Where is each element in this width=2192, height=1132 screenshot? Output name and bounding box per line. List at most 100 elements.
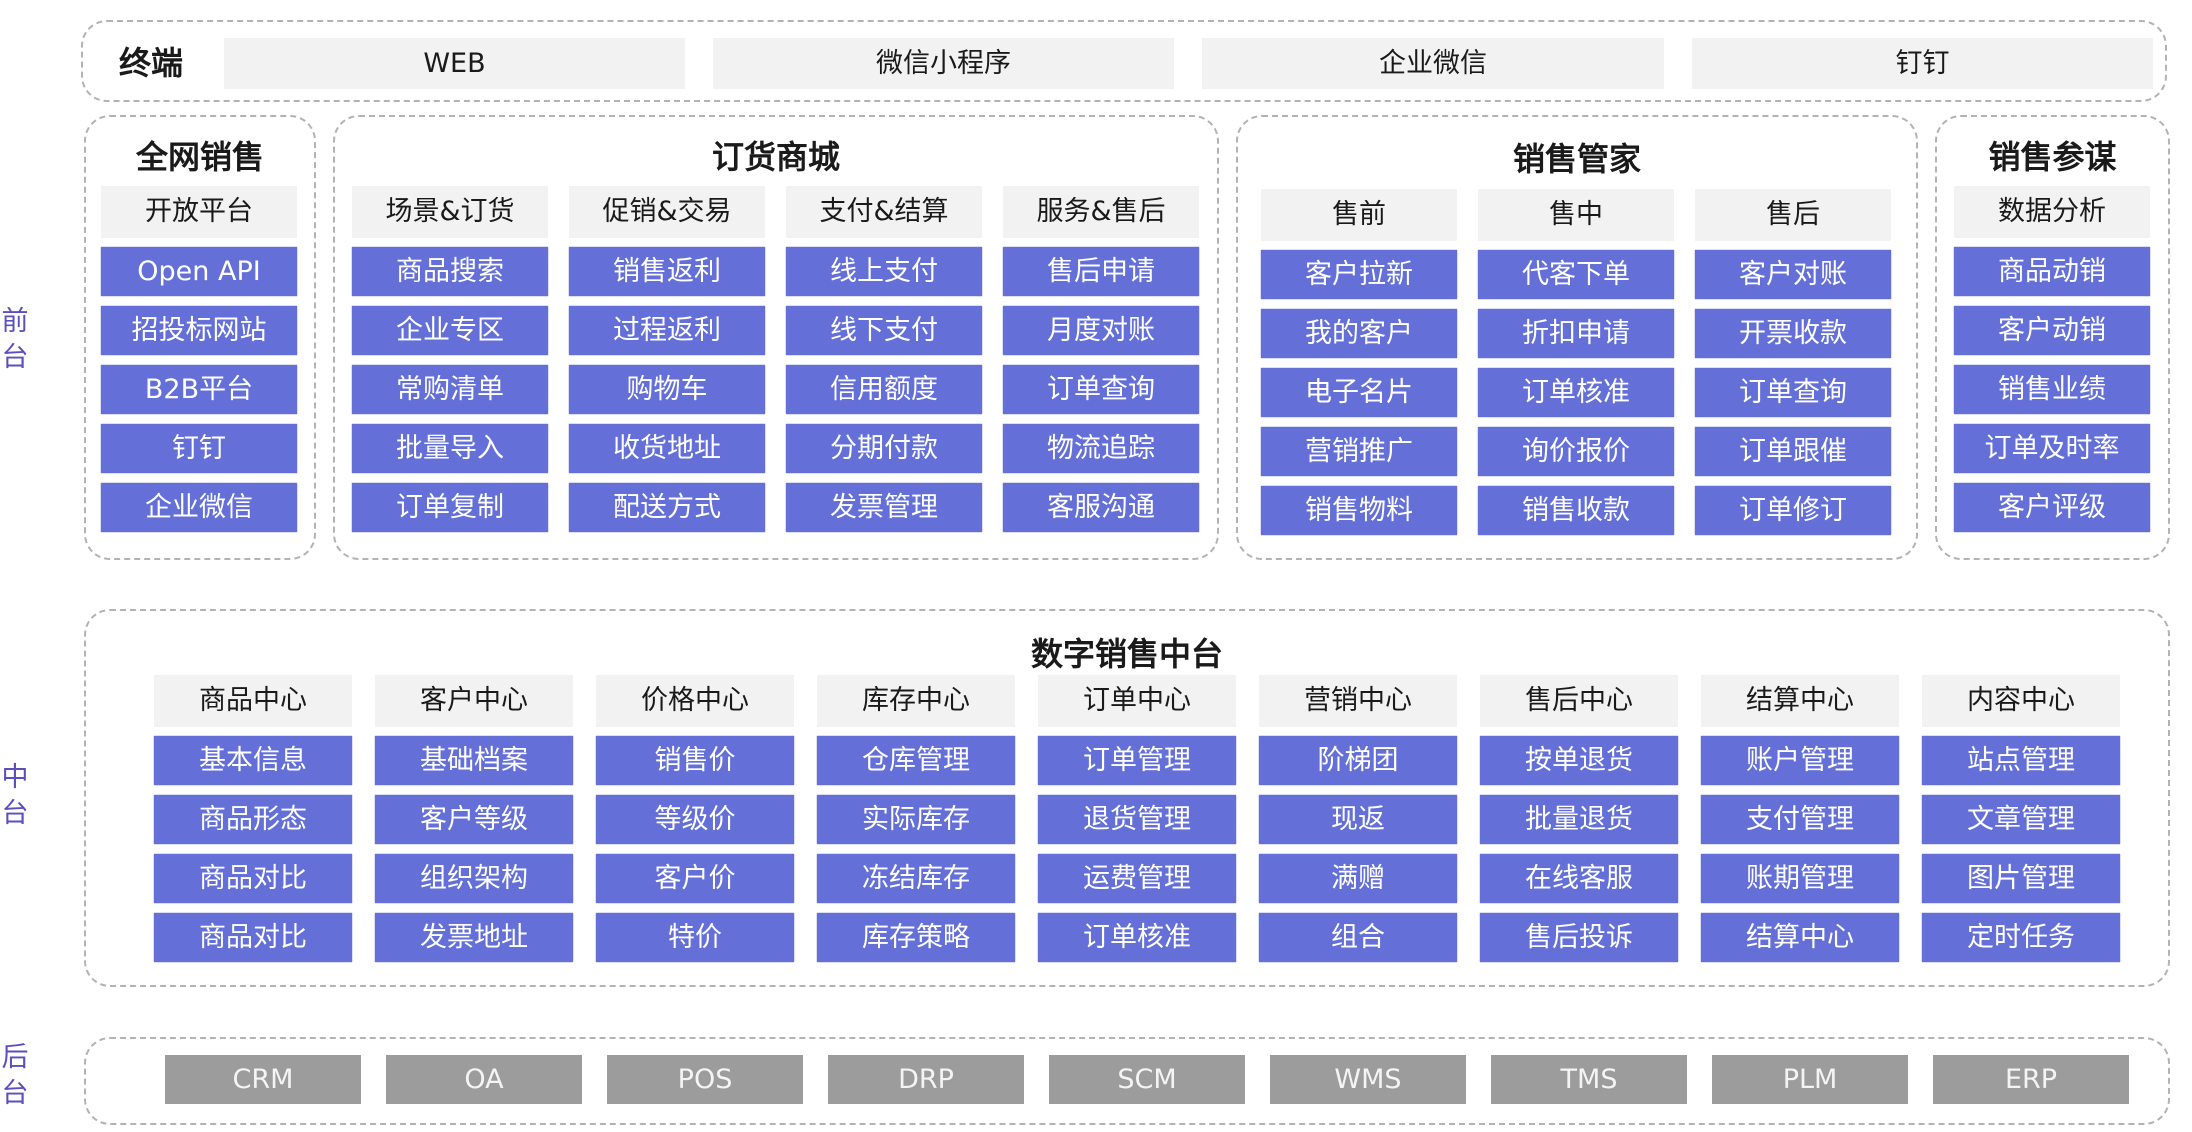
feature-item[interactable]: 基本信息 [154,736,352,785]
feature-item[interactable]: 仓库管理 [817,736,1015,785]
feature-item[interactable]: 批量退货 [1480,795,1678,844]
feature-item[interactable]: 按单退货 [1480,736,1678,785]
feature-item[interactable]: 发票管理 [786,483,982,532]
feature-item[interactable]: 冻结库存 [817,854,1015,903]
module-column: 售后中心按单退货批量退货在线客服售后投诉 [1480,675,1678,962]
feature-item[interactable]: B2B平台 [101,365,297,414]
column-header: 价格中心 [596,675,794,727]
backend-system[interactable]: POS [607,1055,803,1104]
backend-system[interactable]: OA [386,1055,582,1104]
feature-item[interactable]: 账期管理 [1701,854,1899,903]
feature-item[interactable]: 客户评级 [1954,483,2150,532]
feature-item[interactable]: 商品对比 [154,913,352,962]
feature-item[interactable]: 过程返利 [569,306,765,355]
feature-item[interactable]: 订单核准 [1478,368,1674,417]
feature-item[interactable]: 销售返利 [569,247,765,296]
feature-item[interactable]: 信用额度 [786,365,982,414]
feature-item[interactable]: 图片管理 [1922,854,2120,903]
feature-item[interactable]: 钉钉 [101,424,297,473]
feature-item[interactable]: 客户动销 [1954,306,2150,355]
backend-system[interactable]: WMS [1270,1055,1466,1104]
feature-item[interactable]: 客户对账 [1695,250,1891,299]
backend-system[interactable]: TMS [1491,1055,1687,1104]
feature-item[interactable]: 分期付款 [786,424,982,473]
module-column: 库存中心仓库管理实际库存冻结库存库存策略 [817,675,1015,962]
feature-item[interactable]: 客服沟通 [1003,483,1199,532]
feature-item[interactable]: Open API [101,247,297,296]
feature-item[interactable]: 阶梯团 [1259,736,1457,785]
feature-item[interactable]: 基础档案 [375,736,573,785]
backend-system[interactable]: CRM [165,1055,361,1104]
feature-item[interactable]: 实际库存 [817,795,1015,844]
feature-item[interactable]: 订单及时率 [1954,424,2150,473]
feature-item[interactable]: 组织架构 [375,854,573,903]
feature-item[interactable]: 库存策略 [817,913,1015,962]
feature-item[interactable]: 销售收款 [1478,486,1674,535]
feature-item[interactable]: 商品动销 [1954,247,2150,296]
feature-item[interactable]: 商品形态 [154,795,352,844]
sales-steward-section: 销售管家 售前客户拉新我的客户电子名片营销推广销售物料售中代客下单折扣申请订单核… [1236,115,1918,560]
feature-item[interactable]: 支付管理 [1701,795,1899,844]
feature-item[interactable]: 等级价 [596,795,794,844]
feature-item[interactable]: 订单修订 [1695,486,1891,535]
feature-item[interactable]: 现返 [1259,795,1457,844]
feature-item[interactable]: 营销推广 [1261,427,1457,476]
feature-item[interactable]: 订单查询 [1695,368,1891,417]
feature-item[interactable]: 在线客服 [1480,854,1678,903]
feature-item[interactable]: 代客下单 [1478,250,1674,299]
feature-item[interactable]: 电子名片 [1261,368,1457,417]
feature-item[interactable]: 折扣申请 [1478,309,1674,358]
feature-item[interactable]: 组合 [1259,913,1457,962]
feature-item[interactable]: 发票地址 [375,913,573,962]
feature-item[interactable]: 退货管理 [1038,795,1236,844]
feature-item[interactable]: 售后投诉 [1480,913,1678,962]
feature-item[interactable]: 销售价 [596,736,794,785]
feature-item[interactable]: 特价 [596,913,794,962]
feature-item[interactable]: 物流追踪 [1003,424,1199,473]
feature-item[interactable]: 订单查询 [1003,365,1199,414]
feature-item[interactable]: 企业专区 [352,306,548,355]
feature-item[interactable]: 商品搜索 [352,247,548,296]
feature-item[interactable]: 客户等级 [375,795,573,844]
feature-item[interactable]: 常购清单 [352,365,548,414]
feature-item[interactable]: 账户管理 [1701,736,1899,785]
feature-item[interactable]: 开票收款 [1695,309,1891,358]
terminal-dingtalk: 钉钉 [1692,38,2153,89]
backend-system[interactable]: ERP [1933,1055,2129,1104]
feature-item[interactable]: 线上支付 [786,247,982,296]
feature-item[interactable]: 销售物料 [1261,486,1457,535]
feature-item[interactable]: 配送方式 [569,483,765,532]
feature-item[interactable]: 我的客户 [1261,309,1457,358]
feature-item[interactable]: 满赠 [1259,854,1457,903]
feature-item[interactable]: 商品对比 [154,854,352,903]
feature-item[interactable]: 购物车 [569,365,765,414]
feature-item[interactable]: 订单跟催 [1695,427,1891,476]
feature-item[interactable]: 运费管理 [1038,854,1236,903]
feature-item[interactable]: 月度对账 [1003,306,1199,355]
module-column: 售中代客下单折扣申请订单核准询价报价销售收款 [1478,189,1674,535]
backend-system[interactable]: SCM [1049,1055,1245,1104]
column-header: 订单中心 [1038,675,1236,727]
feature-item[interactable]: 结算中心 [1701,913,1899,962]
feature-item[interactable]: 客户拉新 [1261,250,1457,299]
feature-item[interactable]: 批量导入 [352,424,548,473]
backend-system[interactable]: PLM [1712,1055,1908,1104]
feature-item[interactable]: 企业微信 [101,483,297,532]
feature-item[interactable]: 收货地址 [569,424,765,473]
feature-item[interactable]: 订单核准 [1038,913,1236,962]
feature-item[interactable]: 站点管理 [1922,736,2120,785]
feature-item[interactable]: 售后申请 [1003,247,1199,296]
feature-item[interactable]: 订单复制 [352,483,548,532]
feature-item[interactable]: 销售业绩 [1954,365,2150,414]
feature-item[interactable]: 定时任务 [1922,913,2120,962]
feature-item[interactable]: 招投标网站 [101,306,297,355]
feature-item[interactable]: 文章管理 [1922,795,2120,844]
backend-system[interactable]: DRP [828,1055,1024,1104]
feature-item[interactable]: 线下支付 [786,306,982,355]
feature-item[interactable]: 询价报价 [1478,427,1674,476]
feature-item[interactable]: 订单管理 [1038,736,1236,785]
feature-item[interactable]: 客户价 [596,854,794,903]
column-header: 售后中心 [1480,675,1678,727]
